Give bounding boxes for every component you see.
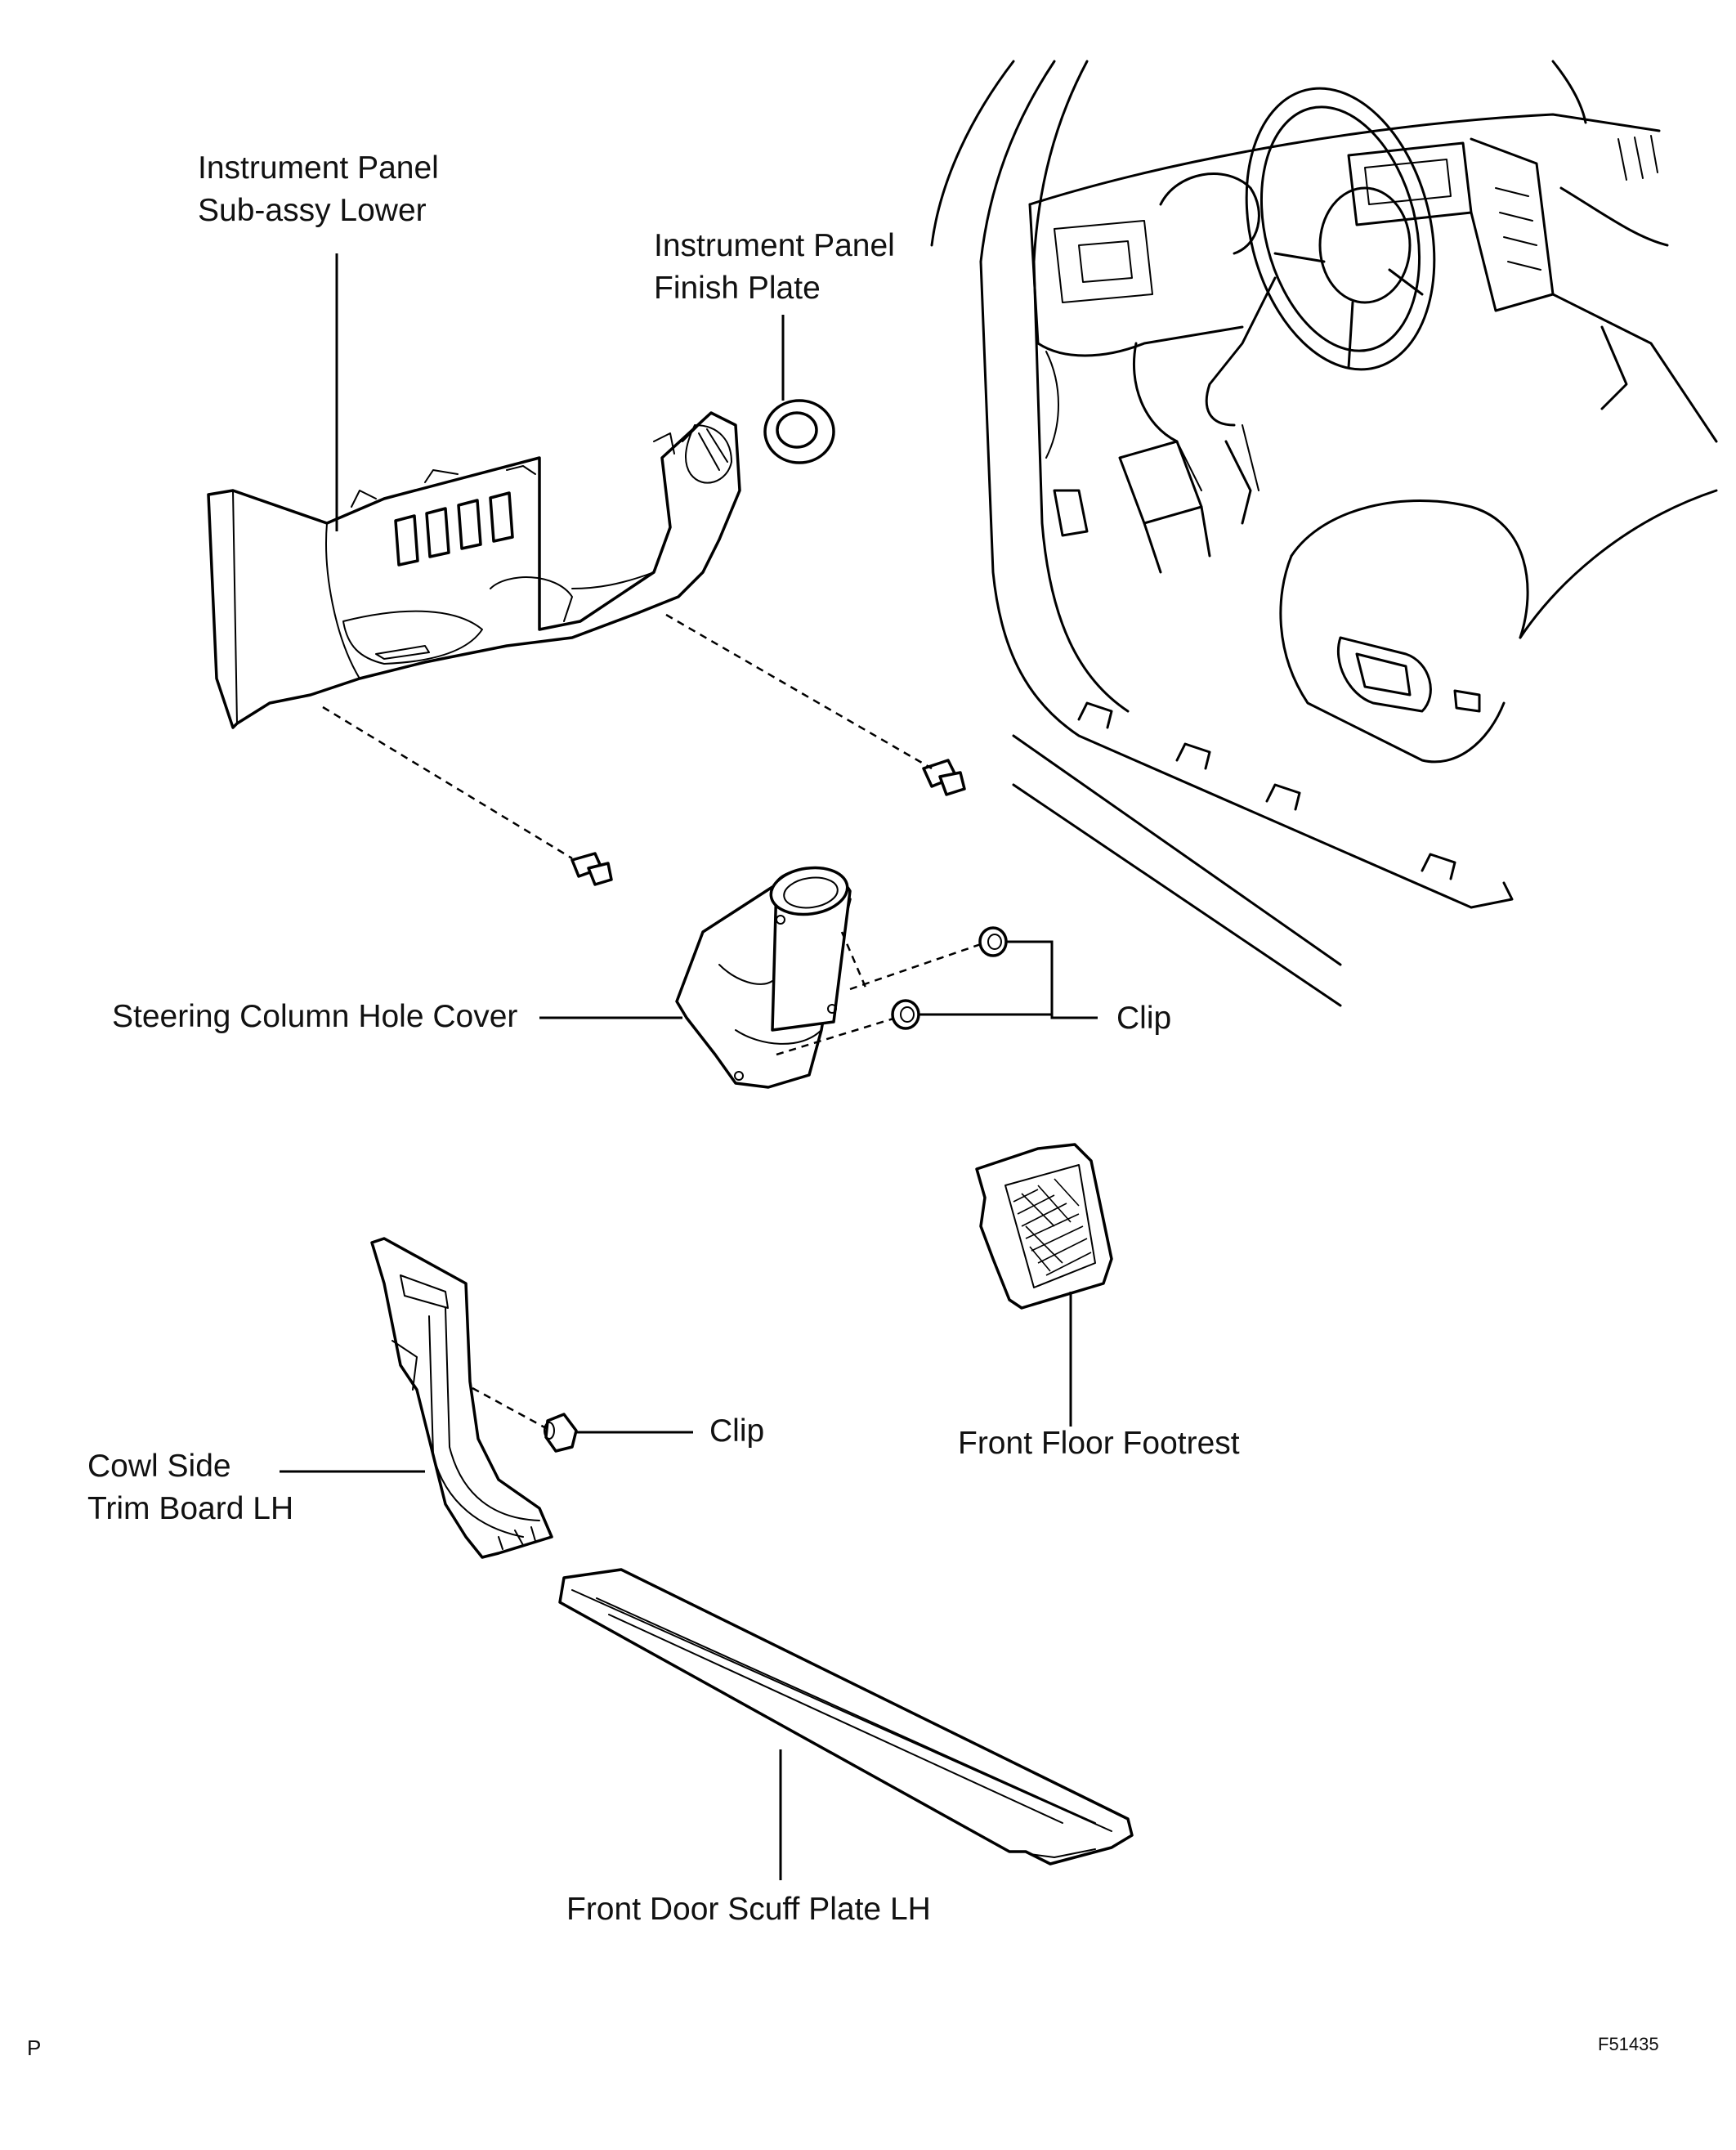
label-front-floor-footrest: Front Floor Footrest bbox=[958, 1426, 1240, 1461]
assembly-line-clip-upper bbox=[849, 943, 982, 991]
assembly-line-cover-inner bbox=[840, 931, 868, 990]
front-door-scuff-plate-lh-part bbox=[558, 1568, 1134, 1866]
leader-clip-upper bbox=[919, 940, 1098, 1019]
label-instrument-panel-finish-plate: Instrument Panel Finish Plate bbox=[654, 228, 895, 306]
label-cowl-side-trim-board-lh: Cowl Side Trim Board LH bbox=[87, 1449, 294, 1526]
assembly-line-clip-lower bbox=[472, 1386, 548, 1431]
vehicle-interior-illustration bbox=[930, 60, 1718, 1007]
cowl-side-trim-board-lh-part bbox=[370, 1237, 553, 1559]
label-clip-lower: Clip bbox=[709, 1413, 765, 1449]
front-floor-footrest-part bbox=[975, 1143, 1113, 1310]
label-front-door-scuff-plate-lh: Front Door Scuff Plate LH bbox=[566, 1892, 931, 1927]
instrument-panel-sub-assy-lower-part bbox=[207, 411, 741, 729]
clip-upper-part bbox=[978, 926, 1008, 957]
label-steering-column-hole-cover: Steering Column Hole Cover bbox=[112, 999, 518, 1034]
instrument-panel-finish-plate-part bbox=[763, 399, 835, 464]
steering-column-hole-cover-part bbox=[675, 866, 852, 1089]
assembly-line-bolt-left bbox=[322, 705, 573, 860]
bolt-right bbox=[922, 759, 966, 796]
figure-id: F51435 bbox=[1598, 2034, 1659, 2054]
footer-code: P bbox=[27, 2036, 42, 2060]
assembly-line-bolt-right bbox=[665, 613, 933, 770]
label-instrument-panel-sub-assy-lower: Instrument Panel Sub-assy Lower bbox=[198, 150, 439, 228]
bolt-left bbox=[570, 852, 613, 886]
clip-lower-part bbox=[544, 1413, 578, 1453]
label-clip-upper: Clip bbox=[1116, 1001, 1172, 1036]
assembly-line-clip-middle bbox=[776, 1017, 894, 1056]
clip-middle-part bbox=[891, 999, 920, 1030]
